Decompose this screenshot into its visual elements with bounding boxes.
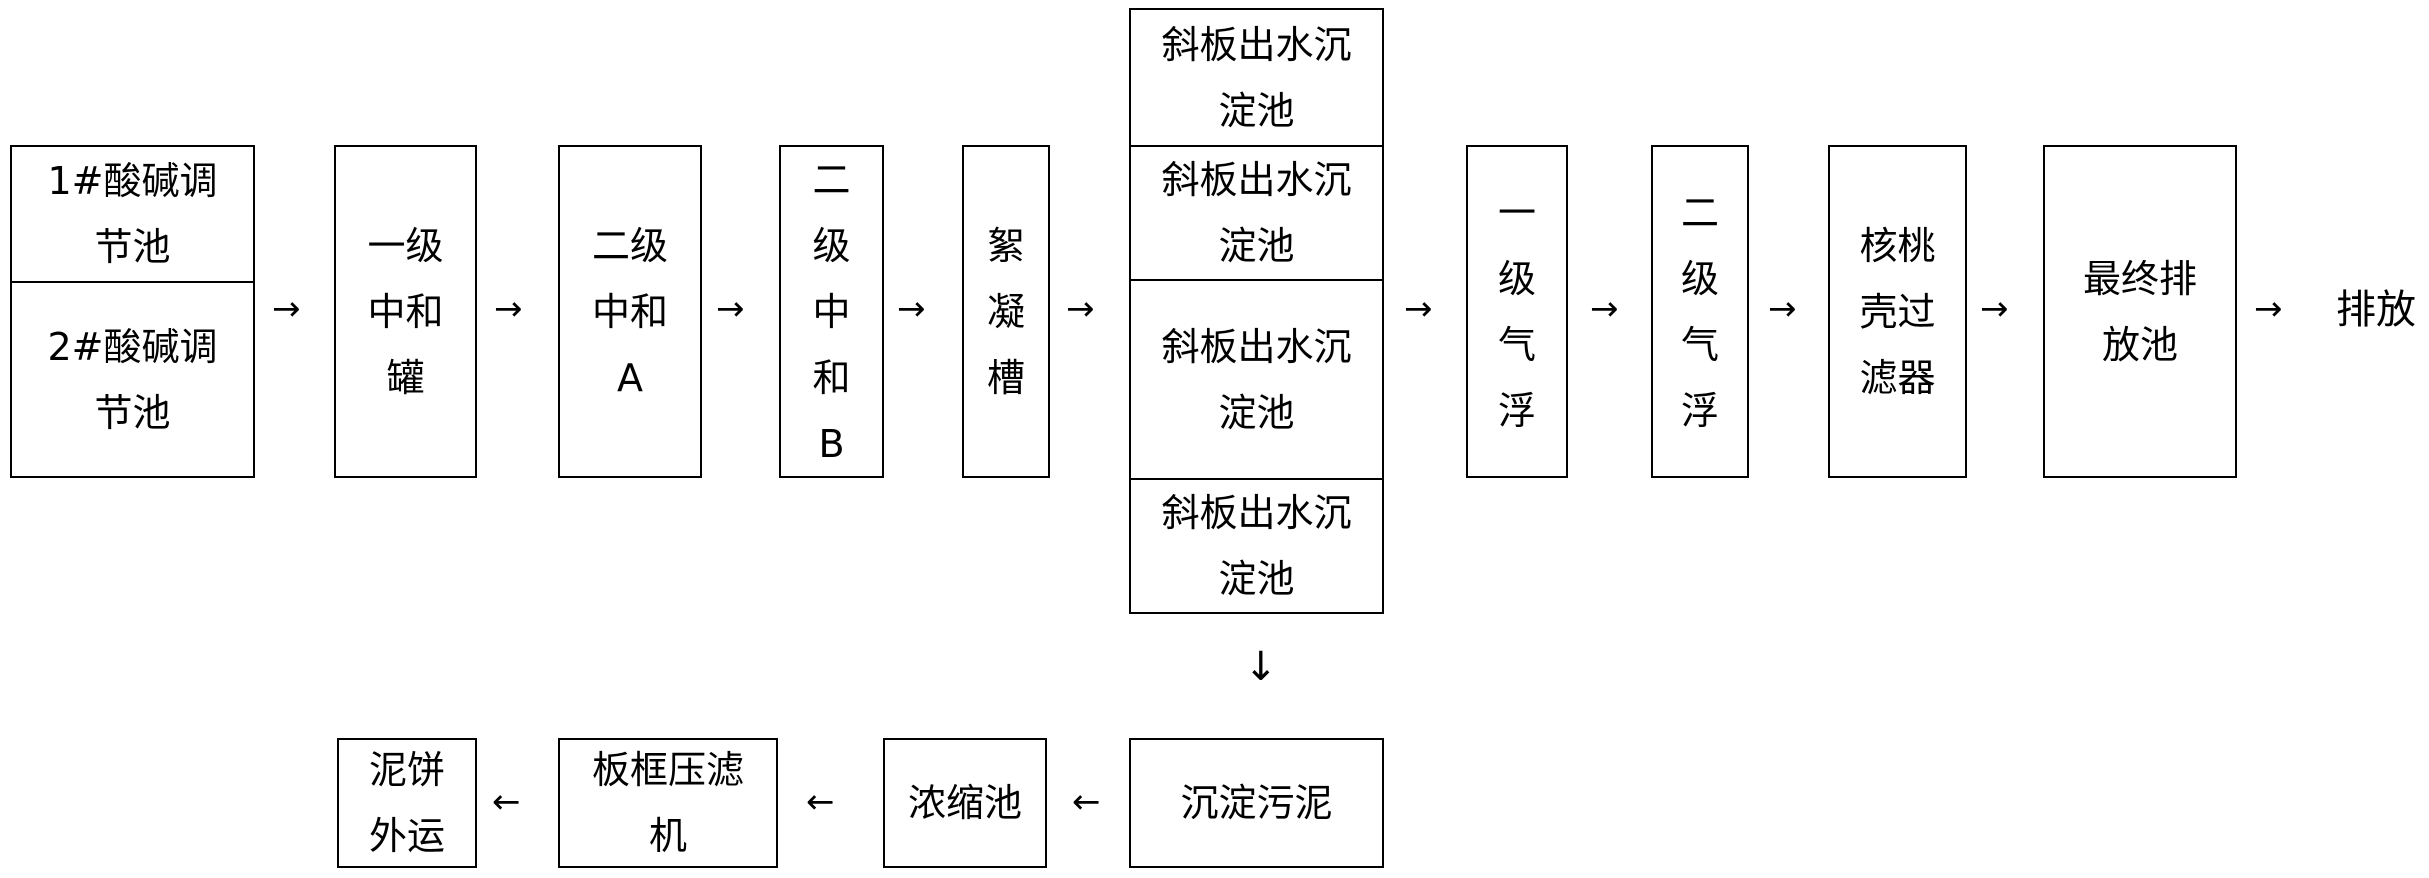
node-inclined-plate-sedimentation-4: 斜板出水沉淀池 (1129, 478, 1384, 614)
node-secondary-neutralization-b: 二级中和B (779, 145, 884, 478)
node-inclined-plate-sedimentation-2: 斜板出水沉淀池 (1129, 145, 1384, 281)
arrow-right: → (1590, 289, 1619, 329)
arrow-right: → (1768, 289, 1797, 329)
node-flocculation-tank: 絮凝槽 (962, 145, 1050, 478)
arrow-right: → (1980, 289, 2009, 329)
arrow-right: → (716, 289, 745, 329)
node-acid-base-tank-2: 2#酸碱调节池 (10, 281, 255, 478)
node-thickening-tank: 浓缩池 (883, 738, 1047, 868)
arrow-right: → (1066, 289, 1095, 329)
node-walnut-shell-filter: 核桃壳过滤器 (1828, 145, 1967, 478)
node-acid-base-tank-1: 1#酸碱调节池 (10, 145, 255, 283)
arrow-right: → (494, 289, 523, 329)
node-discharge-label: 排放 (2336, 287, 2416, 333)
node-inclined-plate-sedimentation-3: 斜板出水沉淀池 (1129, 279, 1384, 480)
arrow-right: → (272, 289, 301, 329)
node-final-discharge-pool: 最终排放池 (2043, 145, 2237, 478)
node-settled-sludge: 沉淀污泥 (1129, 738, 1384, 868)
arrow-right: → (1404, 289, 1433, 329)
arrow-left: ← (806, 782, 835, 822)
node-primary-air-flotation: 一级气浮 (1466, 145, 1568, 478)
node-primary-neutralization-tank: 一级中和罐 (334, 145, 477, 478)
node-secondary-air-flotation: 二级气浮 (1651, 145, 1749, 478)
node-secondary-neutralization-a: 二级中和A (558, 145, 702, 478)
node-plate-frame-filter-press: 板框压滤机 (558, 738, 778, 868)
node-sludge-cake-transport: 泥饼外运 (337, 738, 477, 868)
arrow-right: → (2254, 289, 2283, 329)
arrow-left: ← (1072, 782, 1101, 822)
node-inclined-plate-sedimentation-1: 斜板出水沉淀池 (1129, 8, 1384, 147)
arrow-right: → (897, 289, 926, 329)
arrow-down: ↓ (1244, 644, 1278, 690)
arrow-left: ← (492, 782, 521, 822)
